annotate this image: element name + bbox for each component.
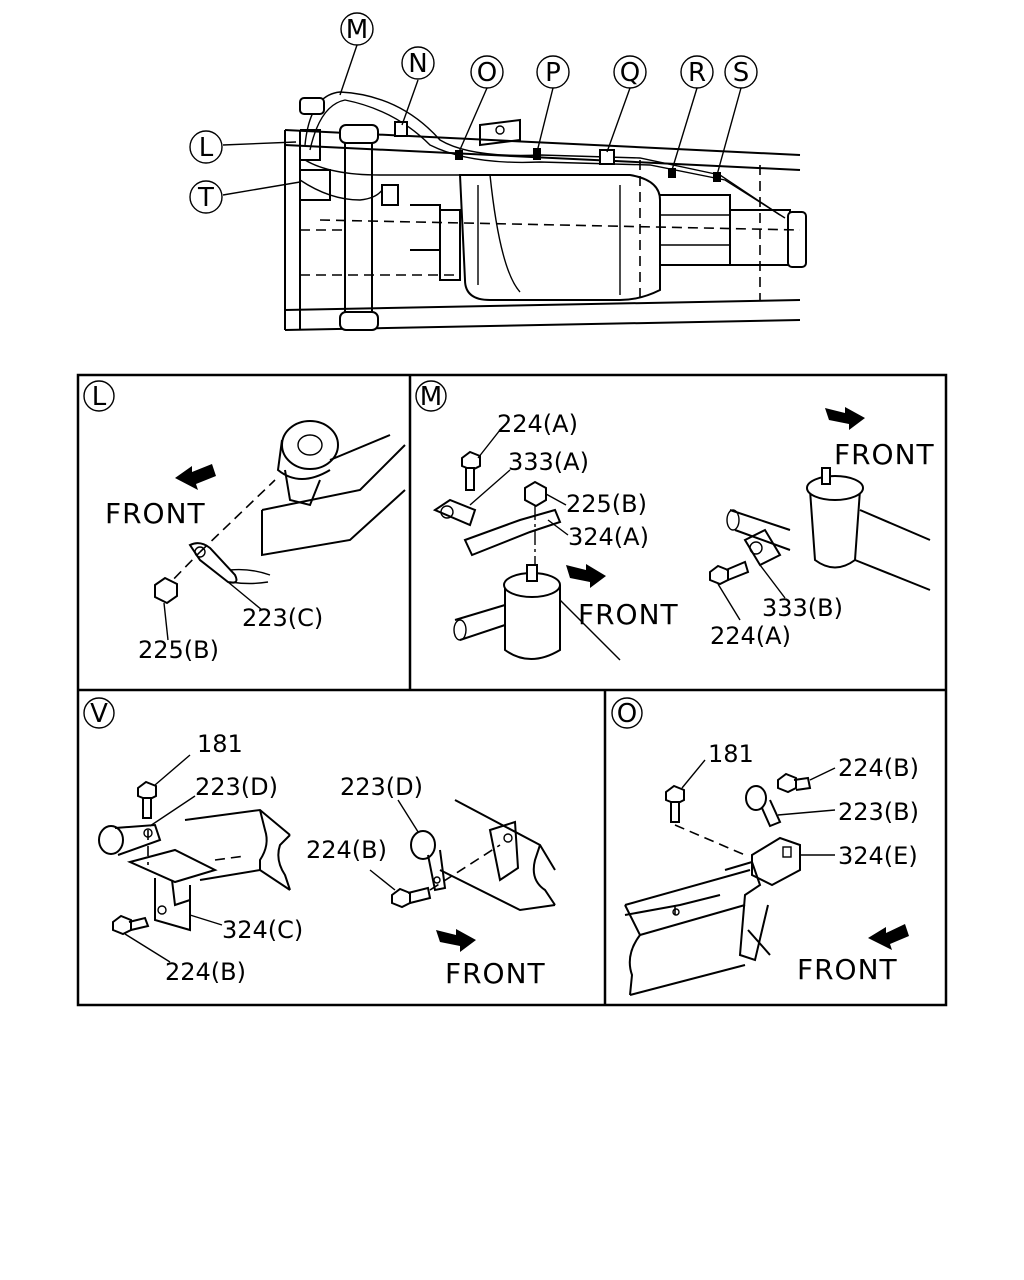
panel-L-front: FRONT bbox=[105, 497, 206, 530]
part-333A-label: 333(A) bbox=[508, 448, 589, 476]
callout-L: L bbox=[189, 130, 223, 164]
svg-text:Q: Q bbox=[620, 58, 640, 88]
callout-N: N bbox=[401, 46, 435, 80]
panel-V-front: FRONT bbox=[445, 957, 546, 990]
callout-S: S bbox=[724, 55, 758, 89]
part-324E-label: 324(E) bbox=[838, 842, 918, 870]
panel-M-front-left: FRONT bbox=[578, 598, 679, 631]
front-arrow-icon bbox=[175, 464, 216, 490]
svg-text:N: N bbox=[408, 49, 427, 79]
part-224B-label-2: 224(B) bbox=[306, 836, 387, 864]
part-333B-label: 333(B) bbox=[762, 594, 843, 622]
callout-R: R bbox=[680, 55, 714, 89]
panel-L-letter: L bbox=[92, 382, 107, 412]
panel-O-letter: O bbox=[617, 699, 637, 729]
part-224B-label-1: 224(B) bbox=[165, 958, 246, 986]
part-224A-label-1: 224(A) bbox=[497, 410, 578, 438]
panel-M: M 224(A) 333(A) 225(B) 324(A) FRONT FRON… bbox=[415, 380, 935, 661]
part-223C-label: 223(C) bbox=[242, 604, 323, 632]
svg-text:S: S bbox=[733, 58, 750, 88]
detail-panels-frame bbox=[76, 373, 948, 1007]
callout-P: P bbox=[536, 55, 570, 89]
part-181-label-O: 181 bbox=[708, 740, 754, 768]
part-223B-label: 223(B) bbox=[838, 798, 919, 826]
svg-text:M: M bbox=[346, 15, 368, 45]
part-324A-label: 324(A) bbox=[568, 523, 649, 551]
panel-O-front: FRONT bbox=[797, 953, 898, 986]
panel-V-letter: V bbox=[90, 699, 108, 729]
svg-text:P: P bbox=[545, 58, 561, 88]
svg-text:L: L bbox=[199, 133, 214, 163]
panel-M-letter: M bbox=[420, 382, 442, 412]
front-arrow-icon bbox=[566, 564, 606, 588]
part-224A-label-2: 224(A) bbox=[710, 622, 791, 650]
part-224B-label-O: 224(B) bbox=[838, 754, 919, 782]
panel-M-front-right: FRONT bbox=[834, 438, 935, 471]
part-225B-label-M: 225(B) bbox=[566, 490, 647, 518]
part-324C-label: 324(C) bbox=[222, 916, 303, 944]
panel-O: O 181 224(B) 223(B) 324(E) FRONT bbox=[611, 697, 919, 996]
front-arrow-icon bbox=[825, 407, 865, 430]
callout-M: M bbox=[340, 12, 374, 46]
svg-text:O: O bbox=[477, 58, 497, 88]
front-arrow-icon bbox=[868, 924, 909, 950]
part-181-label-V: 181 bbox=[197, 730, 243, 758]
svg-text:T: T bbox=[197, 183, 214, 213]
panel-L: L FRONT 223(C) 225(B) bbox=[83, 380, 406, 664]
part-223D-label-1: 223(D) bbox=[195, 773, 278, 801]
chassis-overview: M N O P Q R S L bbox=[189, 12, 807, 331]
callout-O: O bbox=[470, 55, 504, 89]
part-223D-label-2: 223(D) bbox=[340, 773, 423, 801]
front-arrow-icon bbox=[436, 929, 476, 952]
callout-Q: Q bbox=[613, 55, 647, 89]
svg-text:R: R bbox=[688, 58, 706, 88]
part-225B-label: 225(B) bbox=[138, 636, 219, 664]
panel-V: V 181 223(D) 324(C) 224(B) 223(D) bbox=[83, 697, 556, 990]
callout-T: T bbox=[189, 180, 223, 214]
